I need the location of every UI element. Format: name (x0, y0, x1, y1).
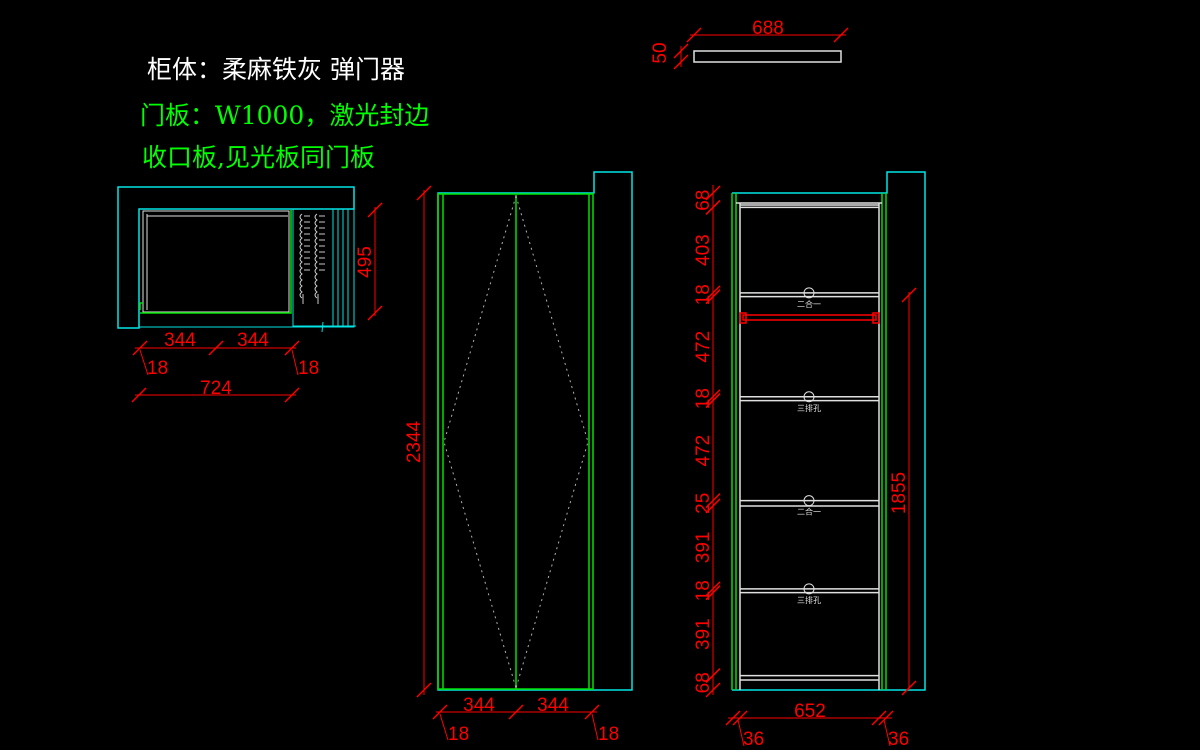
plan-marker (321, 321, 324, 333)
rod-bracket (872, 312, 880, 324)
dim-tick (705, 682, 721, 698)
door-swing-right (515, 195, 589, 689)
shelf-label: 三排孔 (797, 595, 821, 605)
note-cabinet: 柜体：柔麻铁灰 弹门器 (147, 55, 405, 84)
plan-view: 495 344 344 18 18 724 (117, 186, 383, 403)
front-outline (437, 171, 633, 691)
dim-tick (705, 581, 721, 597)
dim-vertical-segment: 68 (693, 190, 714, 211)
rod-bracket (739, 312, 747, 324)
dim-board-thickness: 50 (650, 42, 671, 63)
leader (291, 349, 299, 376)
spring-hinge-icon (299, 213, 325, 304)
dim-right-door: 344 (237, 330, 269, 351)
plan-outline (117, 186, 355, 329)
hole-icon (803, 287, 815, 299)
plan-door-green (140, 210, 292, 314)
dim-vertical-segment: 68 (693, 672, 714, 693)
dim-total-width: 724 (200, 378, 232, 399)
dim-left-edge: 18 (147, 358, 168, 379)
dim-tick (705, 199, 721, 215)
dim-front-left-edge: 18 (448, 724, 469, 745)
dim-vertical-segment: 391 (693, 532, 714, 564)
dim-depth: 495 (355, 246, 376, 278)
dim-left-side: 36 (743, 729, 764, 750)
dim-board-length: 688 (752, 18, 784, 39)
interior-outline (732, 171, 926, 691)
dim-vertical-segment: 472 (693, 331, 714, 363)
dim-inner-width: 652 (794, 701, 826, 722)
shelf-label: 二合一 (797, 299, 821, 309)
shelf-label: 三排孔 (797, 403, 821, 413)
hanging-rod (742, 314, 877, 321)
leader (439, 713, 449, 741)
dim-inner-height: 1855 (889, 472, 910, 514)
dim-vertical-segment: 472 (693, 435, 714, 467)
dim-tick (705, 493, 721, 509)
dim-tick (705, 668, 721, 684)
dim-tick (705, 289, 721, 305)
leader (139, 349, 149, 376)
dim-vertical-segment: 391 (693, 618, 714, 650)
plan-side (292, 209, 356, 327)
hole-icon (803, 391, 815, 403)
dim-tick (705, 389, 721, 405)
hole-icon (803, 495, 815, 507)
vertical-dims: 68 403 18 472 18 472 25 391 18 391 68 (693, 185, 721, 698)
dim-front-left-door: 344 (463, 695, 495, 716)
dim-right-side: 36 (888, 729, 909, 750)
leader (883, 719, 891, 747)
dim-right-edge: 18 (298, 358, 319, 379)
dim-vertical-segment: 403 (693, 234, 714, 266)
dim-front-right-edge: 18 (598, 724, 619, 745)
dim-tick (705, 393, 721, 409)
plan-body (138, 208, 355, 328)
dim-left-door: 344 (164, 330, 196, 351)
leader (591, 713, 599, 741)
shelves (736, 202, 882, 681)
dim-vertical-segment: 18 (693, 284, 714, 305)
dim-vertical-segment: 18 (693, 388, 714, 409)
dim-tick (705, 285, 721, 301)
leader (737, 719, 745, 747)
shelf-board: 688 50 (650, 18, 849, 70)
note-door-panel: 门板：W1000，激光封边 (140, 101, 430, 130)
dim-vertical-segment: 25 (693, 493, 714, 514)
dim-tick (705, 498, 721, 514)
dim-front-height: 2344 (404, 420, 425, 463)
plan-door-white (142, 210, 290, 313)
door-swing-left (443, 195, 517, 689)
dim-front-right-door: 344 (537, 695, 569, 716)
note-trim-panel: 收口板,见光板同门板 (142, 143, 375, 172)
shelf-board-rect (693, 50, 842, 63)
front-elevation: 2344 344 344 18 18 (404, 171, 633, 745)
dim-tick (705, 185, 721, 201)
dim-tick (705, 585, 721, 601)
hole-icon (803, 583, 815, 595)
dim-vertical-segment: 18 (693, 580, 714, 601)
shelf-label: 二合一 (797, 507, 821, 517)
plan-door-green (139, 302, 143, 310)
